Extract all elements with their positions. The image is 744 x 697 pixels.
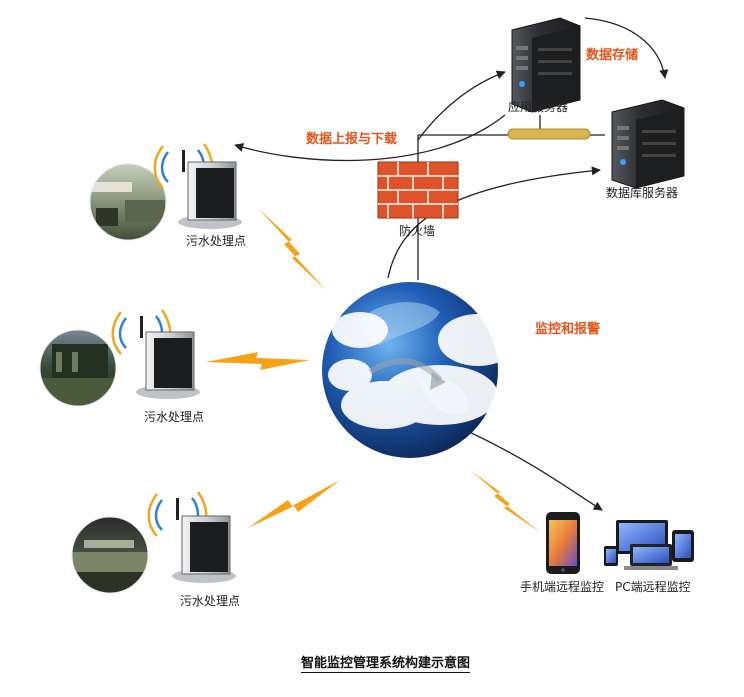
diagram-title: 智能监控管理系统构建示意图 xyxy=(301,652,471,673)
app-server-icon xyxy=(511,17,581,113)
station-photo-3 xyxy=(71,516,149,594)
router-icon-2 xyxy=(111,309,200,399)
lightning-bolt-4 xyxy=(470,470,540,532)
firewall-label: 防火墙 xyxy=(399,224,436,238)
arrow-globe-to-pc xyxy=(464,429,603,511)
monitor-alarm-annotation: 监控和报警 xyxy=(535,322,601,337)
data-flow-arrows xyxy=(234,17,669,511)
db-server-icon xyxy=(611,99,685,189)
smartphone-icon xyxy=(546,512,580,574)
pc-devices-icon xyxy=(604,520,694,570)
arrow-storage xyxy=(584,17,669,79)
internet-globe-icon xyxy=(322,282,518,458)
router-icon-3 xyxy=(147,491,236,583)
pc-monitor-label: PC端远程监控 xyxy=(615,580,691,594)
data-storage-annotation: 数据存储 xyxy=(586,48,639,63)
station-photo-2 xyxy=(39,329,117,407)
data-upload-download-annotation: 数据上报与下载 xyxy=(306,132,398,147)
wireless-signal-bolts xyxy=(206,208,540,532)
station-photo-1 xyxy=(89,163,167,241)
app-server-label: 应用服务器 xyxy=(508,100,569,114)
network-connector-bar xyxy=(507,128,591,140)
db-server-label: 数据库服务器 xyxy=(606,186,679,200)
firewall-icon xyxy=(377,161,459,219)
lightning-bolt-2 xyxy=(206,352,310,370)
station-1-label: 污水处理点 xyxy=(186,234,247,248)
mobile-monitor-label: 手机端远程监控 xyxy=(520,580,605,594)
lightning-bolt-1 xyxy=(258,208,326,290)
router-icon-1 xyxy=(153,143,242,229)
arrow-firewall-to-app-server xyxy=(417,70,506,141)
station-2-label: 污水处理点 xyxy=(144,410,205,424)
station-3-label: 污水处理点 xyxy=(180,594,241,608)
lightning-bolt-3 xyxy=(248,480,340,528)
